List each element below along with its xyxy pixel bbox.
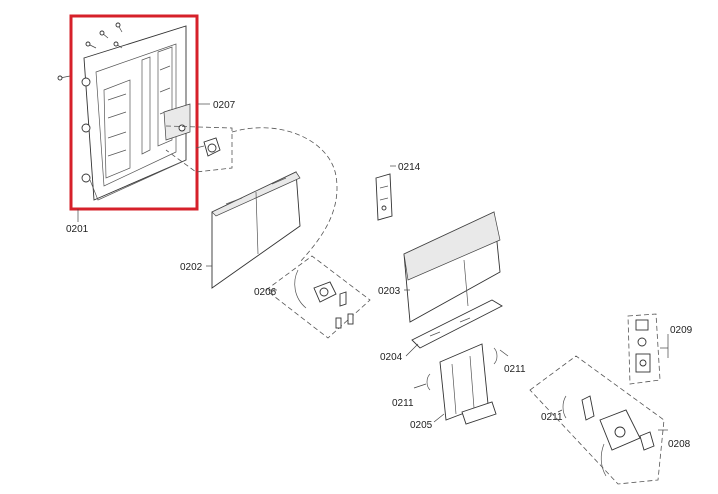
part-0206-pump[interactable] (294, 269, 354, 329)
label-0211-a: 0211 (504, 364, 526, 375)
label-0205: 0205 (410, 420, 433, 431)
leader-line (405, 343, 419, 357)
part-0208-valve-assembly[interactable] (562, 395, 655, 477)
screw-icon (57, 22, 123, 81)
leader-line (499, 349, 509, 357)
label-0202: 0202 (180, 262, 203, 273)
dashed-cable-path (231, 127, 338, 263)
label-0208: 0208 (668, 439, 691, 450)
label-0204: 0204 (380, 352, 403, 363)
leader-line (557, 409, 563, 413)
part-0209-sensor[interactable] (635, 319, 651, 373)
part-0207-cam[interactable] (195, 137, 221, 157)
dashed-group-0209 (627, 313, 661, 385)
part-0201-side-panel[interactable] (57, 22, 191, 201)
part-0205-holder[interactable] (426, 343, 498, 425)
label-0203: 0203 (378, 286, 401, 297)
part-0214-bracket[interactable] (375, 173, 393, 221)
part-0202-front-cover[interactable] (211, 171, 301, 289)
leader-line (433, 413, 445, 423)
part-0204-rail[interactable] (411, 299, 503, 349)
label-0211-b: 0211 (392, 398, 414, 409)
label-0201: 0201 (66, 224, 89, 235)
label-0214: 0214 (398, 162, 421, 173)
highlight-frame (69, 14, 199, 211)
dashed-group-0208 (529, 355, 665, 485)
dashed-group-0206 (265, 255, 371, 339)
part-0203-housing[interactable] (403, 211, 501, 323)
dashed-group-0207 (165, 125, 233, 173)
label-0211-c: 0211 (541, 412, 563, 423)
label-0209: 0209 (670, 325, 693, 336)
label-0207: 0207 (213, 100, 236, 111)
leader-line (413, 383, 427, 389)
label-0206: 0206 (254, 287, 277, 298)
